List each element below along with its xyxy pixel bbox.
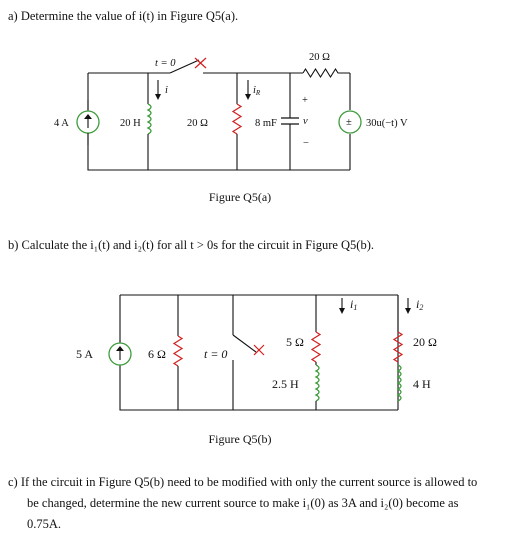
vsrc-plus-minus: ± [346, 117, 352, 128]
label-i1: i1 [350, 297, 357, 312]
label-20ohm-top: 20 Ω [309, 52, 330, 63]
label-6ohm: 6 Ω [148, 347, 166, 361]
caption-q5b: Figure Q5(b) [208, 432, 272, 446]
label-i2: i2 [416, 297, 423, 312]
inductor-20h [146, 73, 152, 170]
question-a: a) Determine the value of i(t) in Figure… [8, 9, 239, 23]
label-5a: 5 A [76, 347, 93, 361]
current-arrow-i1 [339, 298, 345, 314]
caption-q5a: Figure Q5(a) [208, 190, 272, 204]
label-20ohm-mid: 20 Ω [187, 118, 208, 129]
question-c-line1: c) If the circuit in Figure Q5(b) need t… [8, 475, 478, 489]
resistor-20-mid [231, 90, 243, 170]
label-5ohm: 5 Ω [286, 335, 304, 349]
label-cap-v: v [303, 116, 308, 127]
label-ir: iR [253, 85, 261, 97]
voltage-source-30v [338, 110, 362, 134]
resistor-20-right-zigzag [392, 331, 404, 363]
current-arrow-i2 [405, 298, 411, 314]
switch-a [169, 57, 207, 74]
label-2-5h: 2.5 H [272, 377, 299, 391]
label-cap-plus: + [302, 95, 308, 106]
label-i: i [165, 85, 168, 96]
question-c-line3: 0.75A. [27, 517, 62, 531]
current-arrow-ir [245, 80, 251, 100]
question-c-line2: be changed, determine the new current so… [27, 496, 459, 510]
switch-b [232, 295, 265, 410]
label-switch-a: t = 0 [155, 58, 176, 69]
capacitor-8mf [281, 73, 299, 170]
current-arrow-i [155, 80, 161, 100]
inductor-4h [396, 364, 402, 402]
label-4a: 4 A [54, 118, 69, 129]
label-4h: 4 H [413, 377, 431, 391]
current-source-5a [108, 340, 132, 366]
label-cap-minus: − [303, 138, 309, 149]
resistor-20-top [302, 67, 350, 79]
resistor-6 [172, 295, 184, 410]
label-30v: 30u(−t) V [366, 118, 408, 129]
current-source-4a [76, 100, 100, 145]
question-b: b) Calculate the i₁(t) and i₂(t) for all… [8, 238, 375, 252]
resistor-5 [310, 295, 322, 363]
label-switch-b: t = 0 [204, 347, 227, 361]
inductor-2-5h [314, 362, 320, 410]
label-20h: 20 H [120, 118, 141, 129]
label-20ohm-right: 20 Ω [413, 335, 437, 349]
label-8mf: 8 mF [255, 118, 277, 129]
